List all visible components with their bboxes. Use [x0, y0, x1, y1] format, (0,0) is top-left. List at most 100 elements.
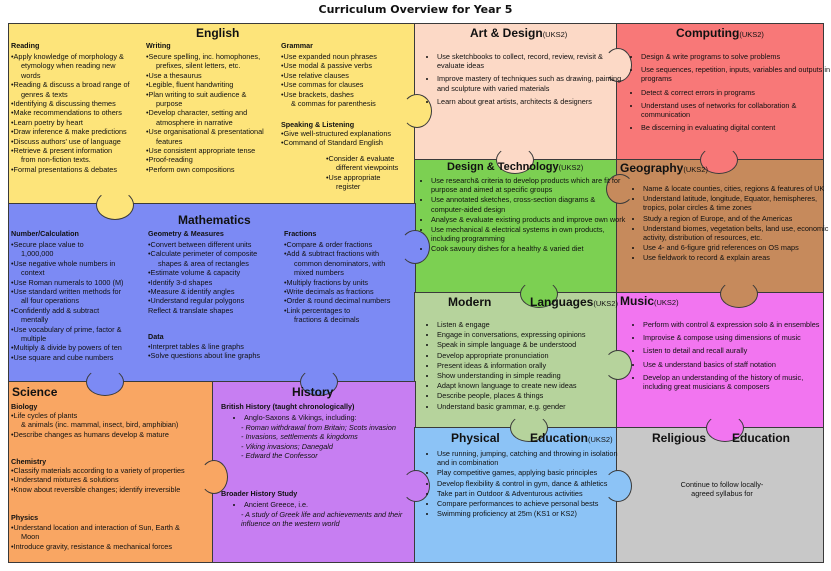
list-item: Use & understand basics of staff notatio… — [643, 360, 831, 369]
list-item: •Confidently add & subtract — [11, 305, 100, 315]
maths-title: Mathematics — [178, 213, 251, 227]
art-list: Use sketchbooks to collect, record, revi… — [424, 52, 625, 110]
list-item: Take part in Outdoor & Adventurous activ… — [437, 489, 629, 498]
knob-science-history — [200, 460, 228, 494]
list-item: features — [156, 136, 183, 146]
list-item: •Know about reversible changes; identify… — [11, 484, 181, 494]
list-item: •Calculate perimeter of composite — [148, 249, 258, 259]
pe-title-1: Physical — [451, 431, 500, 445]
list-item: Name & locate counties, cities, regions … — [643, 184, 831, 193]
list-item: •Introduce gravity, resistance & mechani… — [11, 541, 172, 551]
science-chemistry-heading: Chemistry — [11, 457, 47, 466]
list-item: •Secure spelling, inc. homophones, — [146, 52, 261, 61]
history-anglo: Anglo-Saxons & Vikings, including: — [231, 413, 424, 426]
list-item: •Understand regular polygons — [148, 296, 245, 306]
knob-computing-dt — [606, 174, 634, 204]
list-item: Understand biomes, vegetation belts, lan… — [643, 224, 831, 242]
list-item: Show understanding in simple reading — [437, 371, 629, 380]
art-tag: (UKS2) — [542, 30, 568, 39]
list-item: mentally — [21, 315, 49, 325]
list-item: Engage in conversations, expressing opin… — [437, 330, 629, 339]
list-item: Improvise & compose using dimensions of … — [643, 333, 831, 342]
list-item: •Write decimals as fractions — [284, 287, 374, 297]
dt-title: Design & Technology(UKS2) — [447, 161, 583, 173]
list-item: Reflect & translate shapes — [148, 305, 234, 315]
list-item: Study a region of Europe, and of the Ame… — [643, 214, 831, 223]
list-item: •Describe changes as humans develop & ma… — [11, 429, 169, 439]
list-item: fractions & decimals — [294, 315, 360, 325]
list-item: Understand latitude, longitude, Equator,… — [643, 194, 831, 212]
science-physics-heading: Physics — [11, 513, 39, 522]
knob-computing-geo — [700, 146, 738, 174]
english-speaking-list: •Give well-structured explanations•Comma… — [281, 129, 391, 148]
list-item: words — [21, 70, 41, 80]
list-item: •Use negative whole numbers in — [11, 258, 116, 268]
knob-history-pe — [402, 470, 430, 502]
list-item: •Use a thesaurus — [146, 70, 202, 80]
list-item: •Use relative clauses — [281, 70, 349, 80]
list-item: mixed numbers — [294, 268, 344, 278]
languages-list: Listen & engageEngage in conversations, … — [424, 320, 629, 412]
languages-title-2: Languages(UKS2) — [530, 295, 618, 309]
list-item: •Formal presentations & debates — [11, 164, 117, 174]
art-title-text: Art & Design — [470, 26, 543, 40]
list-item: •Link percentages to — [284, 305, 351, 315]
list-item: •Use standard written methods for — [11, 287, 122, 297]
languages-piece — [414, 292, 618, 429]
history-greece-detail: - A study of Greek life and achievements… — [241, 510, 403, 529]
list-item: •Apply knowledge of morphology & — [11, 52, 124, 61]
english-reading-list: •Apply knowledge of morphology & etymolo… — [11, 52, 130, 174]
pe-title-2-text: Education — [530, 431, 589, 445]
list-item: all four operations — [21, 296, 80, 306]
list-item: Use fieldwork to record & explain areas — [643, 253, 831, 262]
science-physics-list: •Understand location and interaction of … — [11, 523, 180, 551]
list-item: & animals (inc. mammal, insect, bird, am… — [21, 420, 179, 430]
history-broader-heading: Broader History Study — [221, 489, 298, 498]
list-item: •Use brackets, dashes — [281, 89, 354, 99]
music-title-text: Music — [620, 294, 655, 308]
dt-title-text: Design & Technology — [447, 161, 559, 173]
list-item: Develop flexibility & control in gym, da… — [437, 479, 629, 488]
knob-geo-music — [720, 280, 758, 308]
music-tag: (UKS2) — [654, 298, 679, 307]
list-item: •Use appropriate — [326, 172, 381, 182]
list-item: •Develop character, setting and — [146, 108, 248, 118]
history-anglo-list: - Roman withdrawal from Britain; Scots i… — [241, 423, 396, 461]
maths-geometry-heading: Geometry & Measures — [148, 229, 224, 238]
list-item: •Use square and cube numbers — [11, 352, 114, 362]
geography-title: Geography(UKS2) — [620, 161, 708, 175]
list-item: common denominators, with — [294, 258, 386, 268]
list-item: Use research& criteria to develop produc… — [431, 176, 627, 194]
knob-maths-science — [86, 368, 124, 396]
list-item: Use mechanical & electrical systems in o… — [431, 225, 627, 243]
list-item: - Edward the Confessor — [241, 451, 318, 461]
list-item: 1,000,000 — [21, 249, 54, 259]
list-item: Understand uses of networks for collabor… — [641, 101, 831, 119]
list-item: •Retrieve & present information — [11, 146, 113, 156]
list-item: •Give well-structured explanations — [281, 129, 392, 138]
list-item: Improve mastery of techniques such as dr… — [437, 74, 625, 92]
history-greece-item: Ancient Greece, i.e. — [244, 500, 424, 509]
maths-piece — [8, 203, 416, 383]
list-item: •Reading & discuss a broad range of — [11, 80, 130, 90]
english-writing-list: •Secure spelling, inc. homophones, prefi… — [146, 52, 264, 174]
list-item: multiple — [21, 334, 47, 344]
computing-title-text: Computing — [676, 26, 740, 40]
list-item: •Classify materials according to a varie… — [11, 466, 185, 475]
list-item: •Legible, fluent handwriting — [146, 80, 234, 90]
list-item: •Understand location and interaction of … — [11, 523, 180, 532]
list-item: Use sketchbooks to collect, record, revi… — [437, 52, 625, 70]
list-item: Perform with control & expression solo &… — [643, 320, 831, 329]
list-item: Compare performances to achieve personal… — [437, 499, 629, 508]
list-item: •Use organisational & presentational — [146, 127, 264, 137]
list-item: •Solve questions about line graphs — [148, 351, 261, 361]
list-item: - Viking invasions; Danegald — [241, 441, 333, 451]
list-item: •Life cycles of plants — [11, 411, 78, 420]
list-item: Listen & engage — [437, 320, 629, 329]
knob-dt-languages — [520, 280, 558, 308]
list-item: •Use modal & passive verbs — [281, 61, 372, 71]
languages-title-1: Modern — [448, 295, 492, 309]
computing-tag: (UKS2) — [739, 30, 764, 39]
list-item: •Secure place value to — [11, 240, 84, 249]
list-item: Use sequences, repetition, inputs, varia… — [641, 65, 831, 83]
